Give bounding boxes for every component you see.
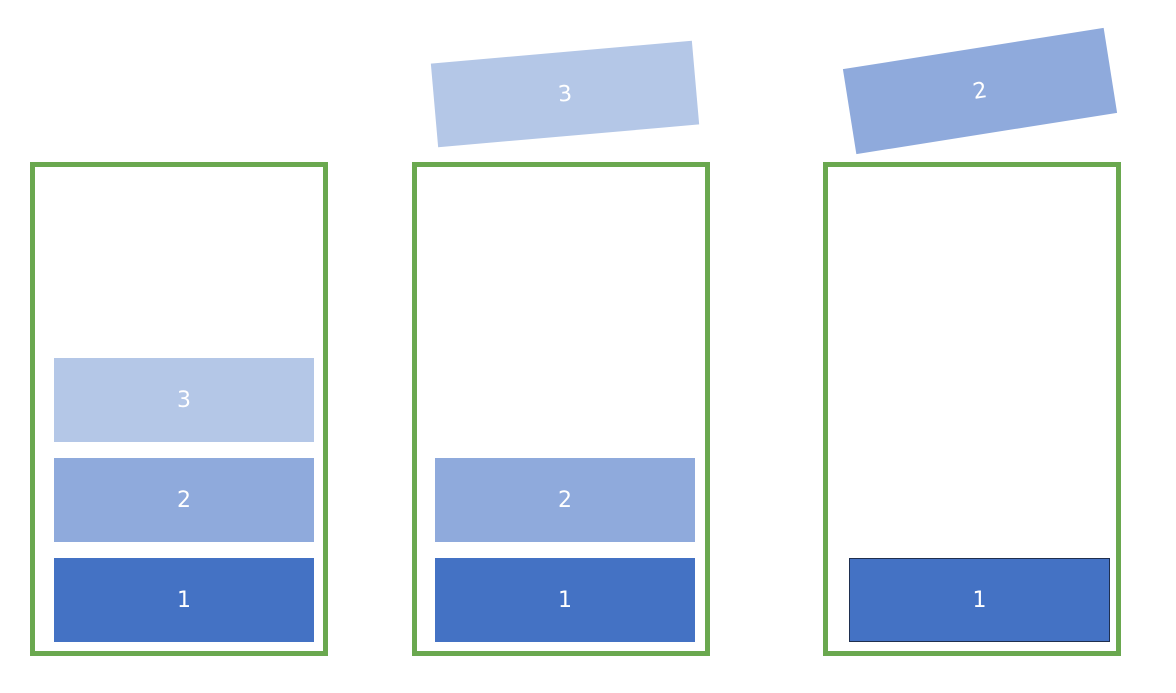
stack-2-block-2: 2 (435, 458, 695, 542)
stack-2-block-1: 1 (435, 558, 695, 642)
stack-1-block-1: 1 (54, 558, 314, 642)
stack-1-block-2: 2 (54, 458, 314, 542)
stack-2-popped-block-3: 3 (430, 40, 700, 148)
stack-frame-3 (823, 162, 1121, 656)
stack-1-block-3: 3 (54, 358, 314, 442)
stack-frame-2 (412, 162, 710, 656)
stack-3-block-1: 1 (849, 558, 1110, 642)
stack-3-popped-block-2: 2 (842, 27, 1118, 155)
stack-frame-1 (30, 162, 328, 656)
